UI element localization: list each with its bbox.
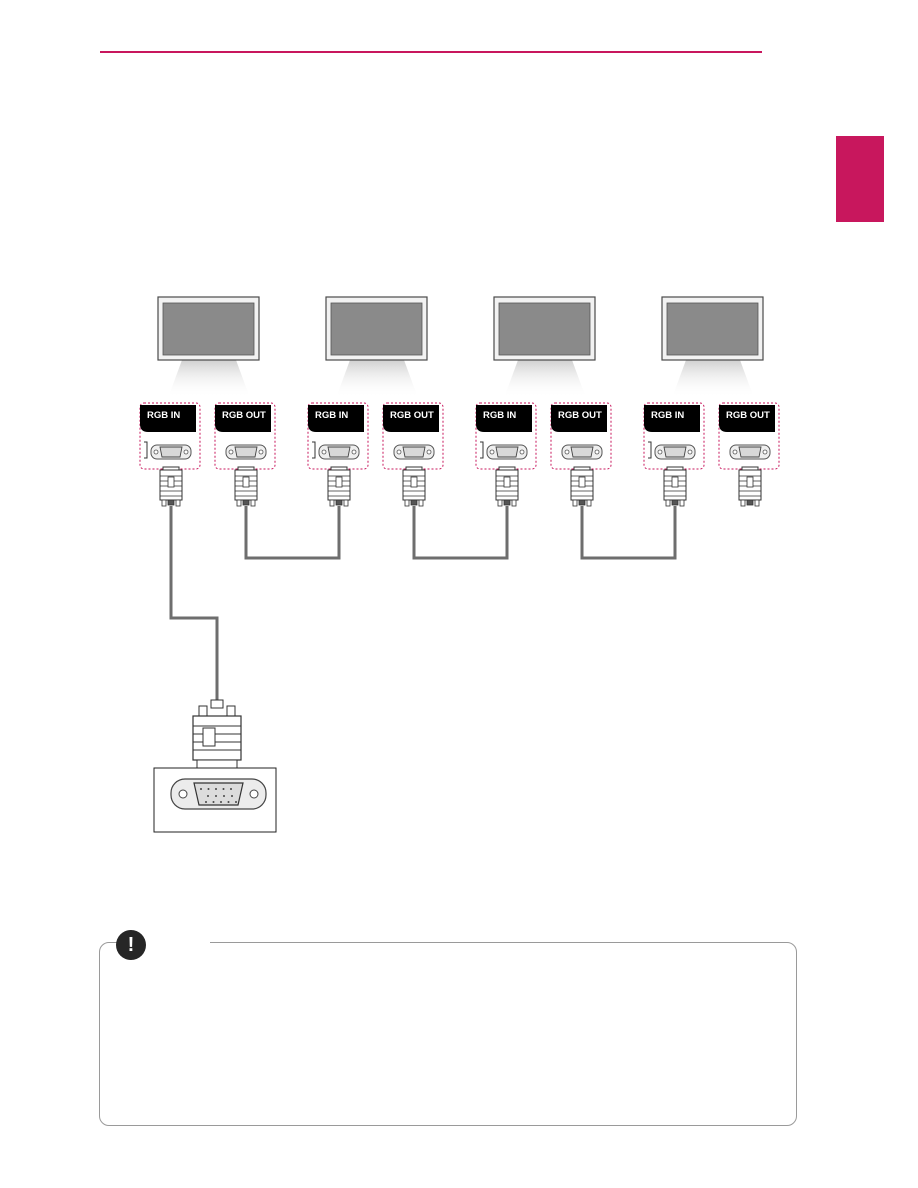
language-side-tab <box>836 136 884 222</box>
vga-plug-icon <box>738 466 762 507</box>
vga-port-icon <box>318 444 360 460</box>
display-unit-2: RGB IN RGB OUT <box>307 296 444 507</box>
rgb-out-port: RGB OUT <box>718 402 780 507</box>
display-unit-1: RGB IN RGB OUT <box>139 296 276 507</box>
vga-port-icon <box>654 444 696 460</box>
vga-plug-icon <box>495 466 519 507</box>
rgb-in-port: RGB IN <box>307 402 369 507</box>
port-label: RGB OUT <box>390 410 434 421</box>
monitor-icon <box>661 296 764 361</box>
port-label: RGB IN <box>483 410 516 421</box>
vga-plug-icon <box>159 466 183 507</box>
rgb-out-port: RGB OUT <box>214 402 276 507</box>
vga-port-icon <box>150 444 192 460</box>
note-box <box>99 942 797 1126</box>
port-label: RGB OUT <box>222 410 266 421</box>
rgb-cable <box>412 506 509 560</box>
vga-port-icon <box>225 444 267 460</box>
port-label: RGB OUT <box>726 410 770 421</box>
rgb-in-port: RGB IN <box>139 402 201 507</box>
rgb-cable <box>244 506 341 560</box>
port-label: RGB IN <box>147 410 180 421</box>
monitor-icon <box>325 296 428 361</box>
vga-port-icon <box>561 444 603 460</box>
rgb-cable <box>580 506 677 560</box>
vga-port-icon <box>486 444 528 460</box>
vga-plug-icon <box>570 466 594 507</box>
vga-plug-icon <box>663 466 687 507</box>
port-label: RGB OUT <box>558 410 602 421</box>
rgb-out-port: RGB OUT <box>382 402 444 507</box>
rgb-out-port: RGB OUT <box>550 402 612 507</box>
vga-plug-icon <box>234 466 258 507</box>
vga-plug-icon <box>402 466 426 507</box>
exclamation-icon: ! <box>116 930 146 960</box>
source-cable <box>169 506 219 702</box>
pc-vga-plug-icon <box>192 699 242 769</box>
pc-rgb-port <box>153 767 277 833</box>
port-label: RGB IN <box>315 410 348 421</box>
vga-port-icon <box>393 444 435 460</box>
header-rule <box>100 51 762 53</box>
vga-port-icon <box>729 444 771 460</box>
display-unit-4: RGB IN RGB OUT <box>643 296 780 507</box>
rgb-in-port: RGB IN <box>643 402 705 507</box>
rgb-in-port: RGB IN <box>475 402 537 507</box>
vga-plug-icon <box>327 466 351 507</box>
monitor-icon <box>493 296 596 361</box>
port-label: RGB IN <box>651 410 684 421</box>
display-unit-3: RGB IN RGB OUT <box>475 296 612 507</box>
monitor-icon <box>157 296 260 361</box>
